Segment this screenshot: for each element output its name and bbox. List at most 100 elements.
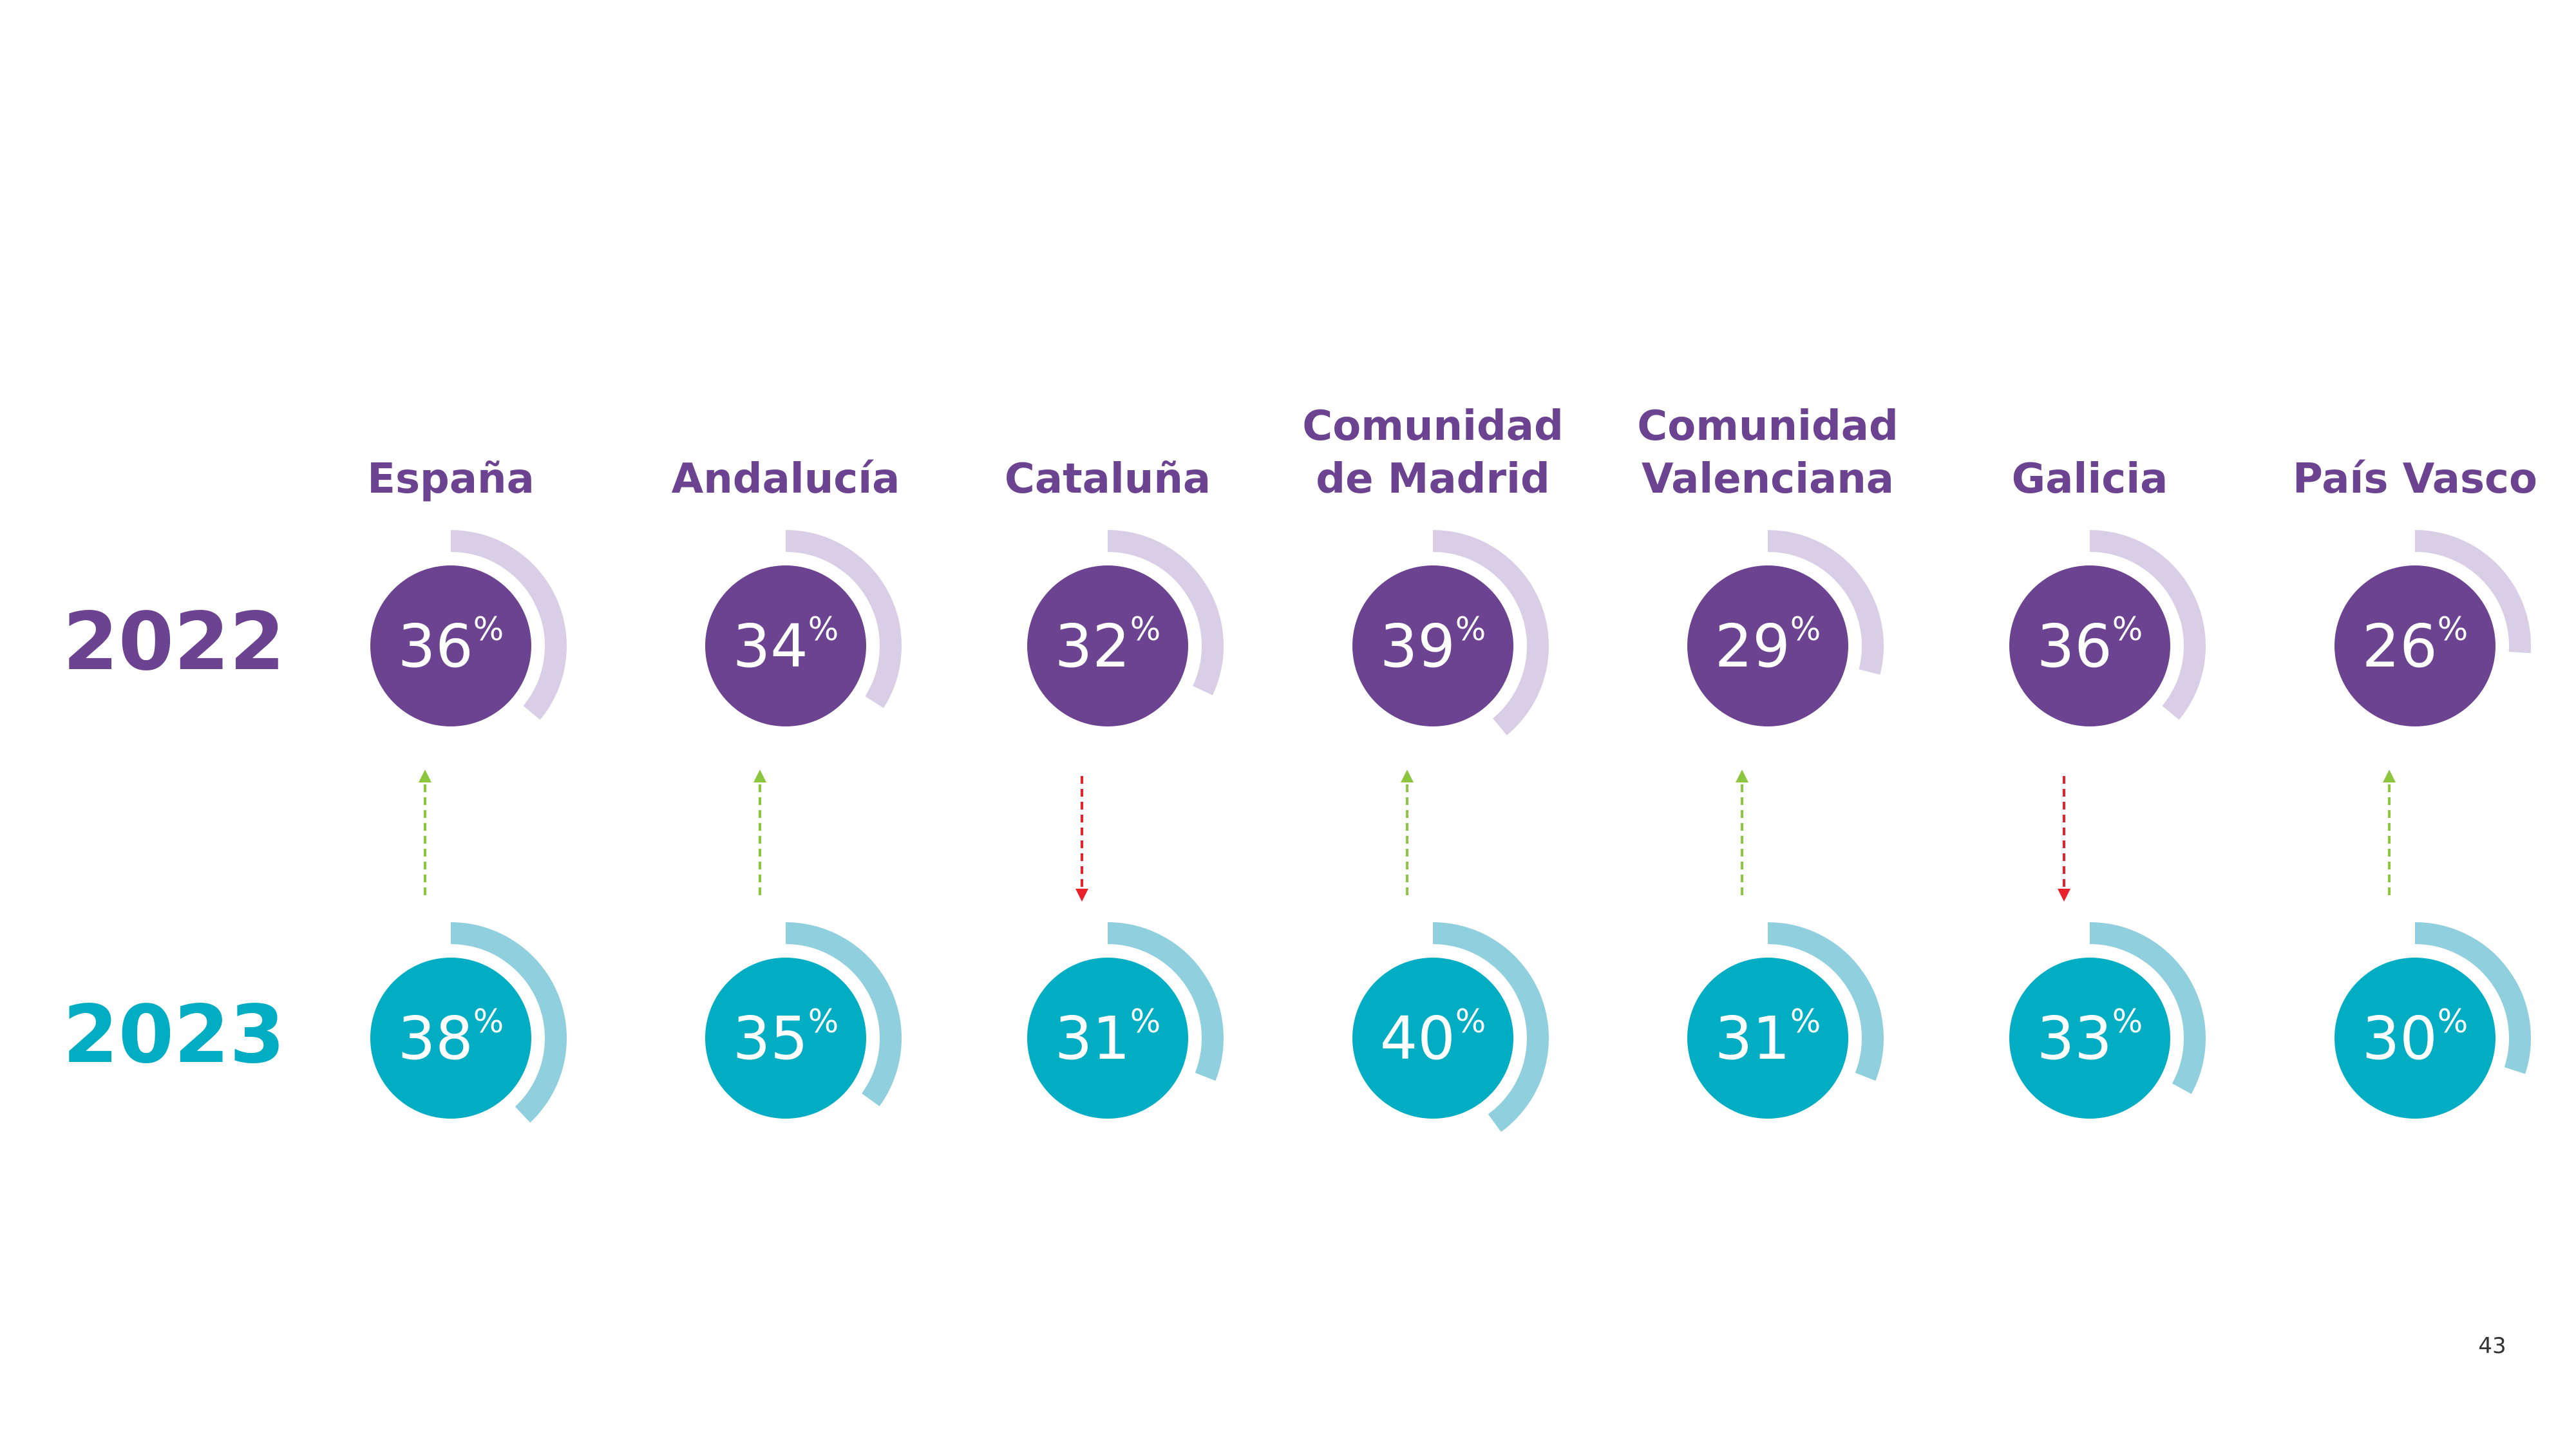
gauge-circle [1687,958,1848,1119]
gauge-circle [370,565,531,726]
gauge-2022-galicia: 36% [2009,530,2206,726]
gauge-value-label: 36% [2037,611,2143,681]
gauge-value-label: 34% [733,611,839,681]
gauge-value-number: 34 [733,612,808,681]
gauge-value-label: 40% [1380,1003,1486,1073]
gauge-value-number: 31 [1715,1004,1790,1073]
gauge-value-unit: % [473,611,504,648]
gauge-value-unit: % [1455,1003,1486,1040]
gauge-arc [785,530,902,708]
gauge-value-label: 39% [1380,611,1486,681]
gauge-arc [450,922,567,1123]
gauge-arc [2089,530,2206,720]
gauge-value-number: 33 [2037,1004,2112,1073]
region-label-line: País Vasco [2293,455,2537,503]
gauge-2023-andalucia: 35% [705,922,902,1119]
gauge-value-unit: % [1130,611,1161,648]
gauge-value-unit: % [1790,611,1821,648]
page-number: 43 [2478,1333,2506,1359]
gauge-value-unit: % [1790,1003,1821,1040]
region-label-line: Valenciana [1642,455,1894,503]
region-label-andalucia: Andalucía [672,455,900,503]
gauge-value-label: 26% [2362,611,2468,681]
region-label-line: de Madrid [1316,455,1550,503]
region-label-espana: España [367,455,535,503]
gauge-value-label: 29% [1715,611,1821,681]
gauge-2023-comunidad-de-madrid: 40% [1352,922,1549,1132]
gauge-2022-andalucia: 34% [705,530,902,726]
gauge-value-number: 35 [733,1004,808,1073]
gauge-circle [1352,565,1513,726]
gauge-2022-cataluna: 32% [1027,530,1224,726]
gauge-value-unit: % [2438,611,2468,648]
gauge-value-unit: % [1130,1003,1161,1040]
gauge-value-unit: % [1455,611,1486,648]
gauge-2023-cataluna: 31% [1027,922,1224,1119]
gauge-value-number: 36 [398,612,473,681]
gauge-value-number: 36 [2037,612,2112,681]
region-label-comunidad-de-madrid: Comunidad de Madrid [1302,402,1564,503]
region-label-line: Cataluña [1005,455,1211,503]
region-label-line: Comunidad [1637,402,1899,450]
gauge-circle [705,958,866,1119]
gauge-value-unit: % [2112,1003,2143,1040]
gauge-arc [450,530,567,720]
gauge-value-number: 40 [1380,1004,1455,1073]
gauge-circle [1352,958,1513,1119]
gauge-value-label: 38% [398,1003,504,1073]
gauge-2023-galicia: 33% [2009,922,2206,1119]
gauge-arc [1107,922,1224,1081]
gauge-value-number: 31 [1055,1004,1130,1073]
gauge-arc [1432,922,1549,1132]
year-label-2023: 2023 [62,989,285,1081]
gauge-value-label: 35% [733,1003,839,1073]
gauge-arc [1107,530,1224,696]
gauge-2023-pais-vasco: 30% [2334,922,2531,1119]
year-label-2022: 2022 [62,596,285,688]
gauge-arc [1767,530,1884,675]
gauge-2022-comunidad-de-madrid: 39% [1352,530,1549,735]
gauge-circle [2009,565,2170,726]
gauge-value-label: 36% [398,611,504,681]
gauge-value-label: 33% [2037,1003,2143,1073]
gauge-value-unit: % [473,1003,504,1040]
gauge-value-unit: % [808,1003,839,1040]
gauge-2022-pais-vasco: 26% [2334,530,2531,726]
gauge-circle [2334,958,2496,1119]
gauge-circle [1027,565,1188,726]
gauge-2023-comunidad-valenciana: 31% [1687,922,1884,1119]
gauge-2022-comunidad-valenciana: 29% [1687,530,1884,726]
gauge-2022-espana: 36% [370,530,567,726]
gauge-2023-espana: 38% [370,922,567,1123]
gauge-circle [1027,958,1188,1119]
region-label-pais-vasco: País Vasco [2293,455,2537,503]
gauge-value-number: 32 [1055,612,1130,681]
gauge-arc [1767,922,1884,1081]
gauge-value-label: 31% [1055,1003,1161,1073]
gauge-arc [2414,530,2531,654]
gauge-value-number: 29 [1715,612,1790,681]
gauge-arc [1432,530,1549,735]
gauge-value-label: 31% [1715,1003,1821,1073]
gauge-value-unit: % [2112,611,2143,648]
region-label-line: Comunidad [1302,402,1564,450]
region-label-line: España [367,455,535,503]
gauge-value-number: 38 [398,1004,473,1073]
gauge-value-label: 32% [1055,611,1161,681]
gauge-arc [785,922,902,1106]
region-label-line: Galicia [2012,455,2168,503]
region-label-cataluna: Cataluña [1005,455,1211,503]
gauge-value-unit: % [2438,1003,2468,1040]
gauge-circle [1687,565,1848,726]
gauge-arc [2089,922,2206,1094]
gauge-value-label: 30% [2362,1003,2468,1073]
region-label-galicia: Galicia [2012,455,2168,503]
gauge-value-number: 30 [2362,1004,2438,1073]
gauge-circle [370,958,531,1119]
gauge-circle [2009,958,2170,1119]
gauge-value-unit: % [808,611,839,648]
region-label-line: Andalucía [672,455,900,503]
gauge-arc [2414,922,2531,1074]
